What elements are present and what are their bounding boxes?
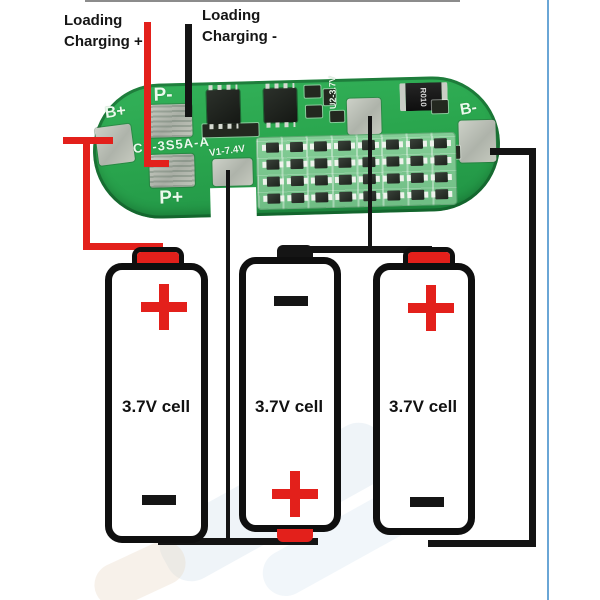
b-plus-wire (83, 243, 163, 250)
pcb-smd-component (434, 172, 448, 183)
cell2-plus-symbol (272, 471, 318, 517)
pcb-smd-component (410, 155, 424, 167)
pcb-smd-component (385, 139, 400, 150)
pcb-smd-component (434, 155, 448, 166)
cell2-body: 3.7V cell (239, 257, 341, 532)
pcb-smd-component (386, 173, 400, 184)
pcb-smd-component (387, 190, 401, 201)
series-link-bottom-wire (158, 538, 318, 545)
cell2-label: 3.7V cell (255, 397, 324, 416)
u2-tap-wire (368, 116, 372, 253)
pcb-smd-component (339, 191, 353, 202)
pcb-smd-component (314, 175, 328, 186)
cell3-label: 3.7V cell (389, 397, 458, 416)
pcb-v1-label: V1-7.4V (208, 143, 246, 160)
pcb-smd-component (435, 189, 449, 200)
series-link-top-wire (280, 246, 432, 253)
cell1-minus-symbol (142, 495, 176, 505)
cell3-body: 3.7V cell (373, 263, 475, 535)
b-minus-wire (428, 540, 536, 547)
pcb-smd-component (266, 159, 280, 170)
pcb-smd-component (291, 192, 305, 204)
pcb-v1-pad (212, 158, 253, 187)
pcb-u2-label: U2-3.7V (327, 75, 339, 110)
pcb-b-minus-label: B- (458, 99, 479, 119)
pcb-shunt-label: R010 (418, 86, 429, 107)
guide-line (547, 0, 549, 600)
cell1-label: 3.7V cell (122, 397, 191, 416)
charging-plus-wire (144, 22, 151, 163)
pcb-dense-components (255, 131, 458, 211)
pcb-smd-component (290, 175, 305, 187)
pcb-smd-component (410, 172, 424, 184)
pcb-smd-component (304, 85, 321, 98)
pcb-smd-component (431, 100, 449, 114)
charging-plus-wire (144, 160, 169, 167)
pcb-smd-component (411, 189, 425, 201)
charging-minus-line1: Loading (202, 7, 261, 24)
cell2-positive-terminal (277, 529, 313, 542)
cell3-minus-symbol (410, 497, 444, 507)
pcb-smd-component (267, 193, 281, 204)
pcb-smd-component (409, 138, 424, 150)
charging-plus-line2: Charging + (64, 33, 143, 50)
pcb-smd-component (337, 140, 352, 151)
b-minus-wire (529, 148, 536, 545)
pcb-smd-component (433, 138, 448, 149)
pcb-smd-component (290, 158, 304, 170)
pcb-p-plus-pad (149, 153, 195, 188)
pcb-ic-chip (263, 87, 298, 123)
pcb-smd-component (265, 142, 280, 153)
charging-minus-line2: Charging - (202, 28, 277, 45)
b-minus-wire (490, 148, 536, 155)
pcb-smd-component (386, 156, 400, 167)
charging-plus-line1: Loading (64, 12, 123, 29)
pcb-b-minus-pad (458, 119, 497, 163)
pcb-b-plus-label: B+ (103, 102, 127, 123)
charging-minus-wire (185, 24, 192, 117)
cell2-minus-symbol (274, 296, 308, 306)
pcb-u2-pad (346, 97, 382, 135)
cell1-plus-symbol (141, 284, 187, 330)
pcb-smd-component (330, 110, 345, 123)
crop-edge-line (85, 0, 460, 2)
pcb-smd-component (266, 176, 281, 187)
v1-tap-wire (226, 170, 230, 543)
pcb-smd-component (305, 105, 323, 118)
pcb-smd-component (338, 174, 352, 185)
cell3-plus-symbol (408, 285, 454, 331)
pcb-ic-chip (206, 89, 241, 125)
pcb-b-plus-pad (94, 123, 136, 166)
pcb-edge-notch (210, 187, 257, 221)
cell1-body: 3.7V cell (105, 263, 208, 543)
bms-pcb-board: B+ P- P+ CF-3S5A-A V1-7.4V U2-3.7V R010 … (91, 74, 502, 221)
pcb-smd-component (338, 157, 352, 168)
pcb-smd-component (289, 141, 304, 153)
pcb-smd-component (314, 158, 328, 169)
pcb-smd-component (315, 192, 329, 203)
pcb-smd-component (313, 141, 328, 152)
pcb-p-plus-label: P+ (159, 186, 184, 209)
b-plus-wire (83, 137, 90, 250)
